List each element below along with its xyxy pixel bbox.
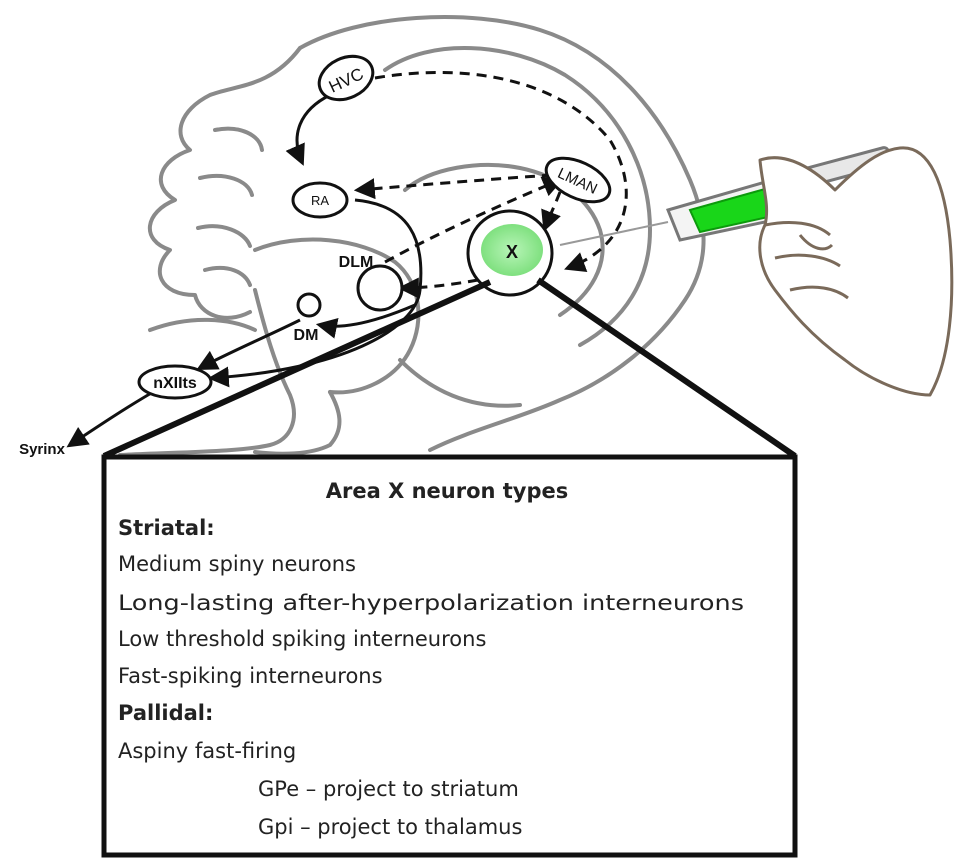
pathway-lman-to-x bbox=[545, 192, 560, 228]
info-box: Area X neuron types Striatal: Medium spi… bbox=[104, 457, 795, 855]
optic-lobe-contour bbox=[400, 360, 520, 406]
pallidal-heading: Pallidal: bbox=[118, 701, 213, 725]
label-nxiits: nXIIts bbox=[153, 375, 197, 392]
pallidal-subitem: GPe – project to striatum bbox=[258, 777, 519, 801]
label-dm: DM bbox=[294, 327, 319, 344]
nucleus-dlm bbox=[358, 266, 402, 310]
zoom-connectors bbox=[104, 280, 795, 456]
brainstem-inner-contour bbox=[150, 320, 255, 330]
label-dlm: DLM bbox=[339, 254, 374, 271]
zoom-line-right bbox=[538, 280, 795, 456]
pallidal-subitem: Gpi – project to thalamus bbox=[258, 815, 522, 839]
nucleus-dm bbox=[298, 294, 320, 316]
label-x: X bbox=[506, 242, 518, 262]
striatal-item: Medium spiny neurons bbox=[118, 552, 356, 576]
cerebellum-folia bbox=[150, 48, 300, 318]
pallidal-item: Aspiny fast-firing bbox=[118, 739, 296, 763]
striatal-item: Low threshold spiking interneurons bbox=[118, 627, 486, 651]
striatal-item: Fast-spiking interneurons bbox=[118, 664, 383, 688]
striatal-heading: Striatal: bbox=[118, 516, 215, 540]
label-syrinx: Syrinx bbox=[19, 441, 66, 458]
pathway-hvc-to-ra bbox=[297, 95, 330, 162]
cerebrum-inner-contour bbox=[385, 48, 650, 345]
label-ra: RA bbox=[311, 193, 329, 208]
hand-illustration bbox=[760, 148, 952, 395]
striatal-item: Long-lasting after-hyperpolarization int… bbox=[118, 591, 744, 615]
pathway-lman-to-ra bbox=[358, 175, 552, 190]
info-box-title: Area X neuron types bbox=[326, 479, 569, 503]
nuclei: HVC RA LMAN X DLM DM nXIIts Syrinx bbox=[19, 48, 616, 458]
